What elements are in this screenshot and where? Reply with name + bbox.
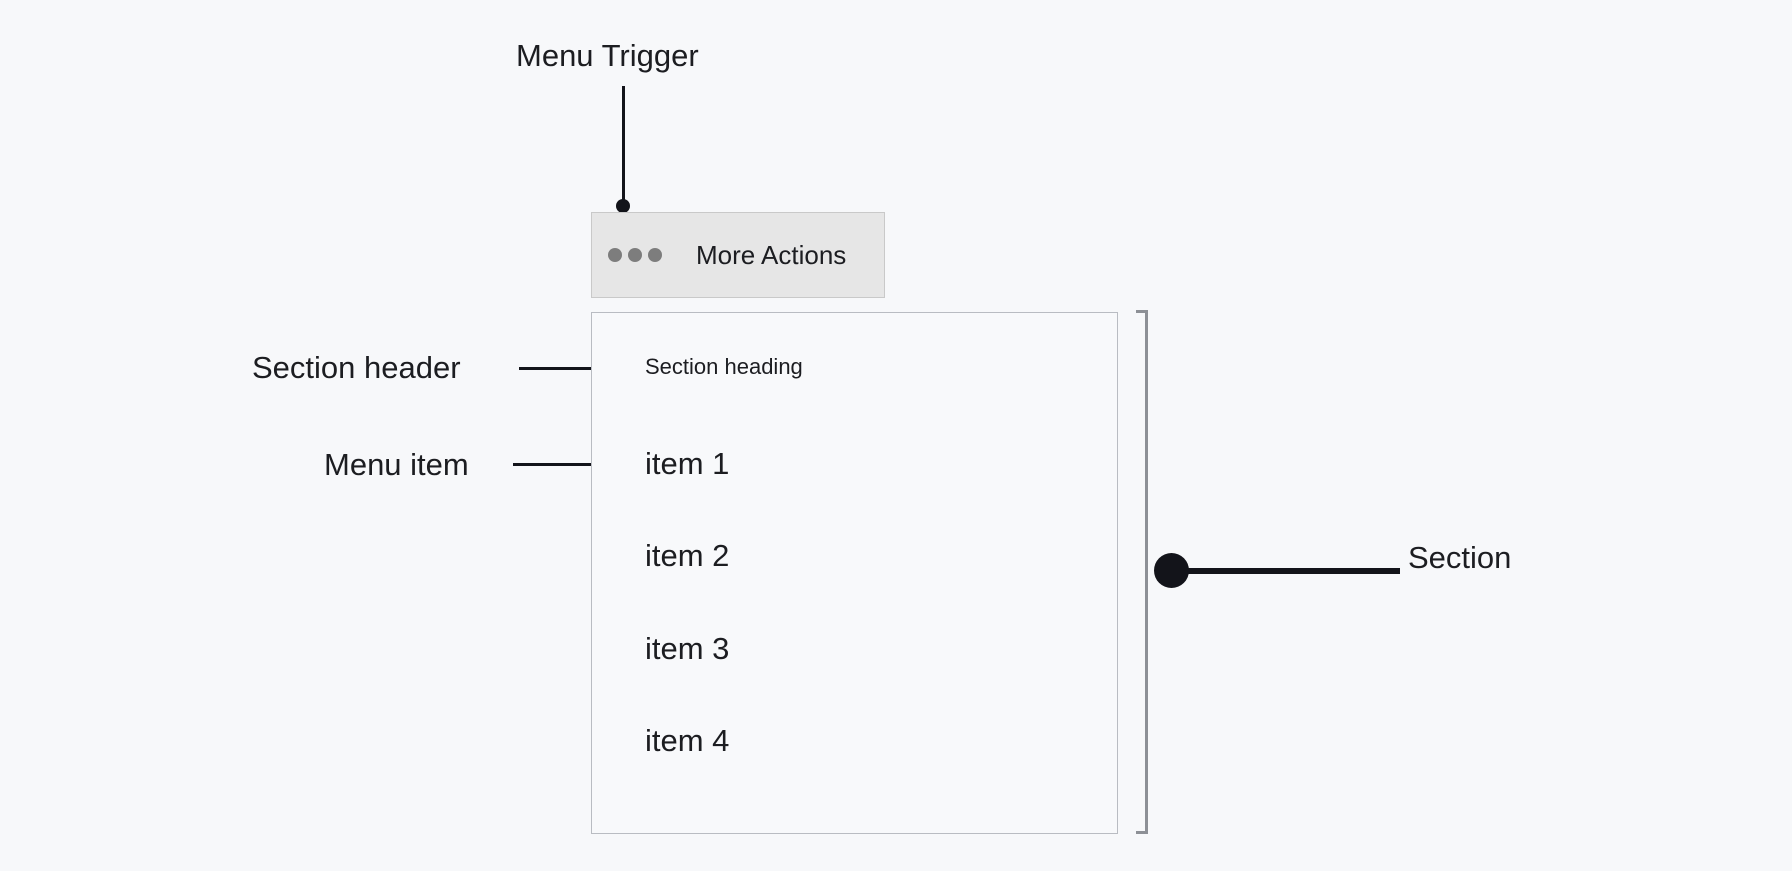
ellipsis-horizontal-icon xyxy=(608,248,662,262)
annotation-label-menu-trigger: Menu Trigger xyxy=(516,38,699,73)
menu-item-2[interactable]: item 2 xyxy=(645,538,730,573)
annotation-label-section: Section xyxy=(1408,540,1512,575)
leader-line-section xyxy=(1170,568,1400,574)
leader-line-menu-item xyxy=(513,463,641,466)
more-actions-button[interactable]: More Actions xyxy=(591,212,885,298)
annotation-label-section-header: Section header xyxy=(252,350,461,385)
leader-line-section-header xyxy=(519,367,641,370)
menu-panel: Section heading item 1 item 2 item 3 ite… xyxy=(591,312,1118,834)
menu-section-heading: Section heading xyxy=(645,354,803,379)
leader-line-menu-trigger xyxy=(622,86,625,204)
ellipsis-dot-3 xyxy=(648,248,662,262)
menu-item-1[interactable]: item 1 xyxy=(645,446,730,481)
menu-item-3[interactable]: item 3 xyxy=(645,631,730,666)
more-actions-button-label: More Actions xyxy=(696,239,847,270)
section-bracket xyxy=(1136,310,1148,834)
annotation-label-menu-item: Menu item xyxy=(324,447,469,482)
menu-item-4[interactable]: item 4 xyxy=(645,723,730,758)
leader-dot-menu-trigger xyxy=(616,199,630,213)
ellipsis-dot-1 xyxy=(608,248,622,262)
ellipsis-dot-2 xyxy=(628,248,642,262)
